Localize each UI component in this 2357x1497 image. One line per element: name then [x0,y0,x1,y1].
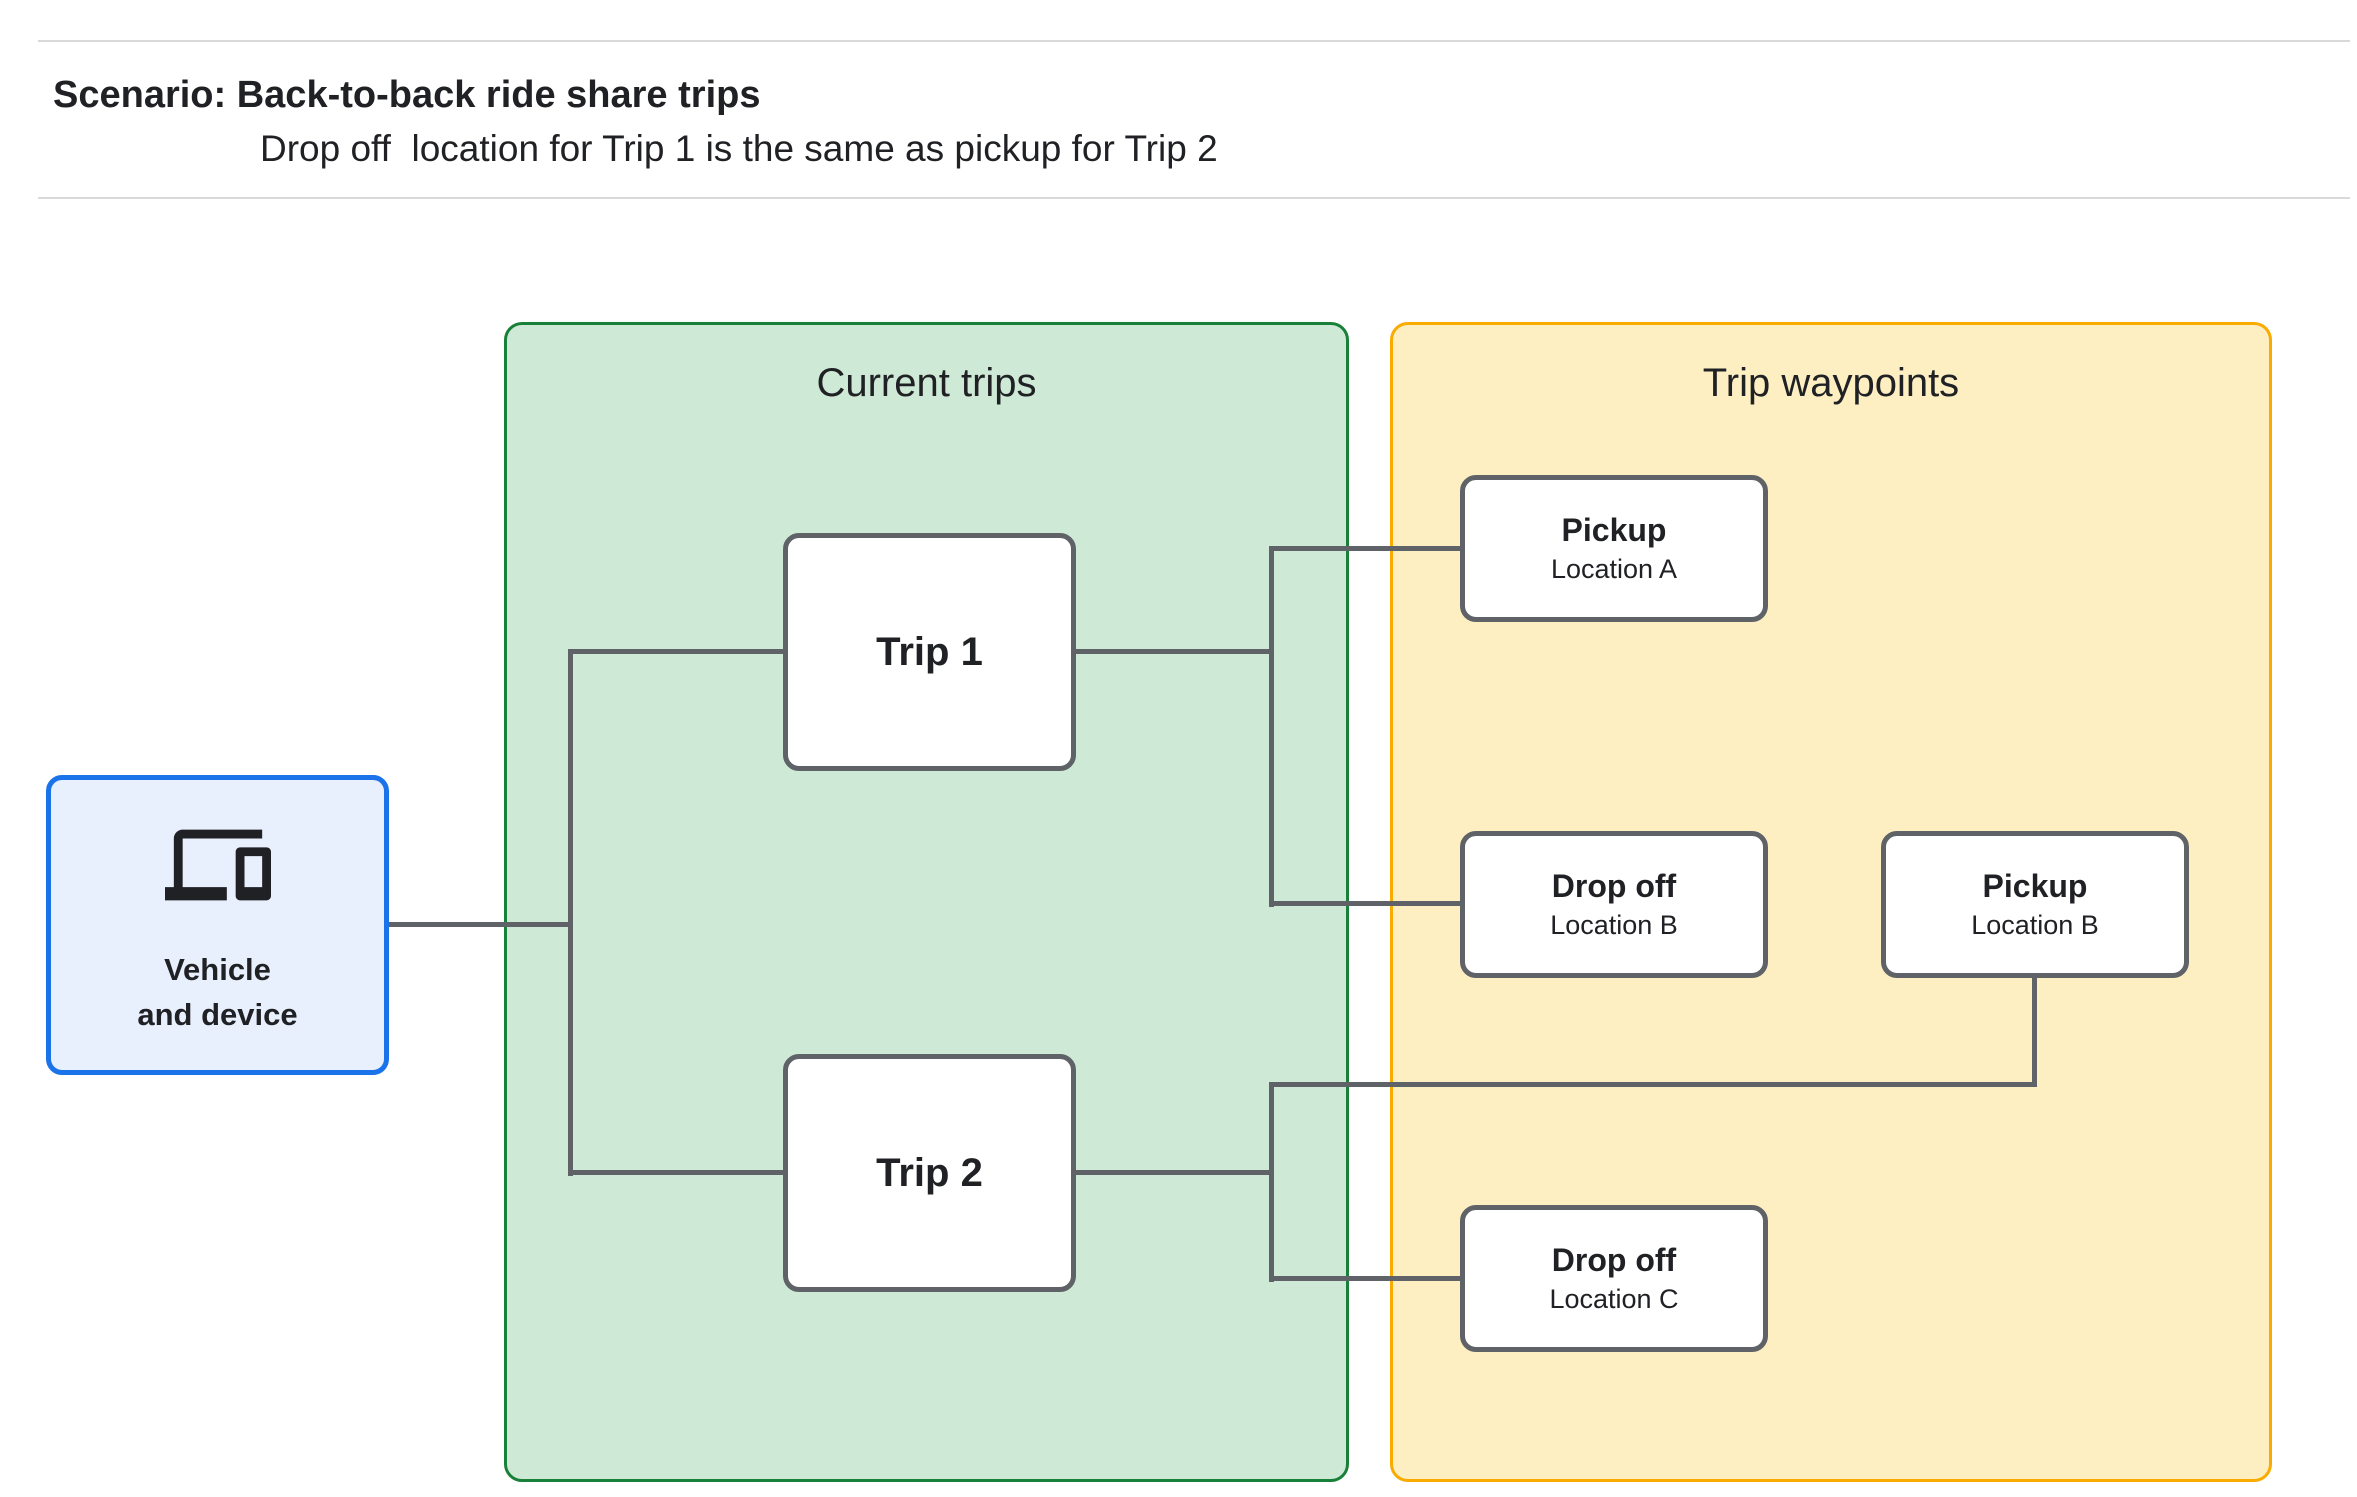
node-trip-1: Trip 1 [783,533,1076,771]
connector-pickupb-horizontal [1269,1082,2037,1087]
trip-1-label: Trip 1 [876,629,983,674]
waypoint-location: Location C [1549,1283,1679,1314]
waypoint-type: Drop off [1551,867,1677,904]
waypoint-type: Pickup [1982,867,2088,904]
connector-to-dropoff-c [1269,1276,1460,1281]
panel-trip-waypoints-title: Trip waypoints [1702,361,1960,405]
panel-current-trips: Current trips [504,322,1349,1482]
connector-vehicle-junction [568,649,573,1176]
connector-trip1-junction [1269,546,1274,907]
connector-to-trip1 [568,649,783,654]
waypoint-type: Pickup [1561,511,1667,548]
connector-to-pickup-a [1269,546,1460,551]
waypoint-type: Drop off [1551,1241,1677,1278]
page-subtitle: Drop off location for Trip 1 is the same… [260,128,1218,169]
connector-trip2-junction [1269,1082,1274,1282]
connector-trip2-out [1076,1170,1274,1175]
connector-vehicle-out [389,922,573,927]
connector-to-trip2 [568,1170,783,1175]
connector-pickupb-vertical [2032,978,2037,1084]
node-dropoff-location-b: Drop off Location B [1460,831,1768,978]
connector-to-dropoff-b [1269,901,1460,906]
node-dropoff-location-c: Drop off Location C [1460,1205,1768,1352]
trip-2-label: Trip 2 [876,1150,983,1195]
divider-top [38,40,2350,42]
devices-icon [164,829,271,901]
page-title: Scenario: Back-to-back ride share trips [53,74,761,116]
node-trip-2: Trip 2 [783,1054,1076,1292]
node-pickup-location-a: Pickup Location A [1460,475,1768,622]
divider-header-bottom [38,197,2350,199]
vehicle-node: Vehicle and device [46,775,389,1075]
node-pickup-location-b: Pickup Location B [1881,831,2189,978]
waypoint-location: Location A [1550,553,1678,584]
vehicle-label: Vehicle and device [137,952,298,1032]
panel-current-trips-title: Current trips [816,361,1037,405]
connector-trip1-out [1076,649,1274,654]
waypoint-location: Location B [1550,909,1678,940]
waypoint-location: Location B [1971,909,2099,940]
